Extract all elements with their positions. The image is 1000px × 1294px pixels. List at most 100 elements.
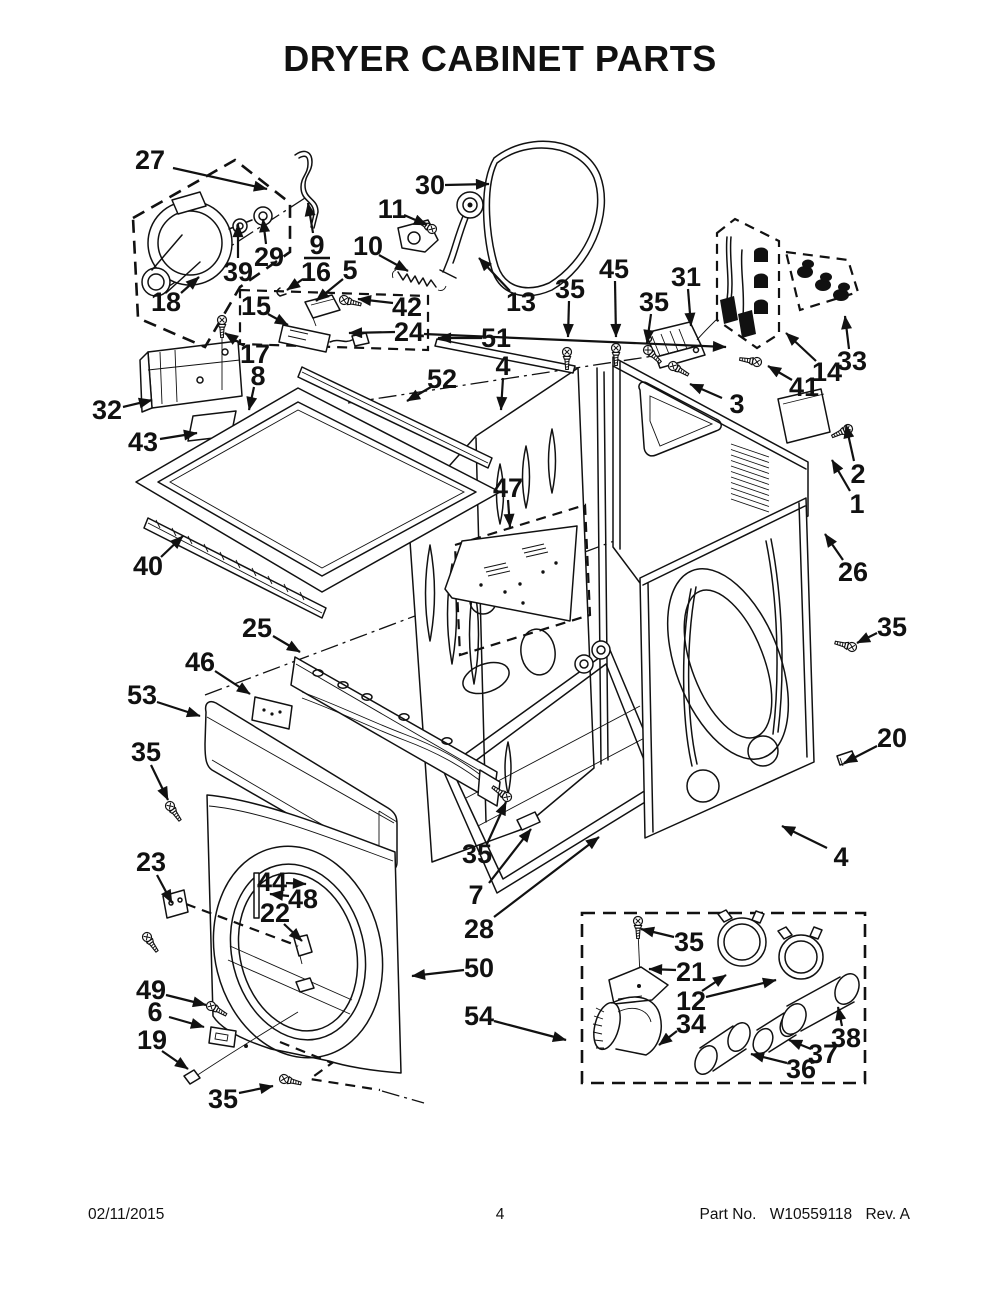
callout-44: 44 (257, 867, 287, 897)
callout-15: 15 (241, 291, 271, 321)
leader-arrow-6 (168, 1015, 205, 1029)
callout-46: 46 (185, 647, 215, 677)
top-panel-drawing (135, 387, 501, 593)
footer-part-info: Part No. W10559118 Rev. A (700, 1206, 910, 1224)
callout-6: 6 (147, 997, 162, 1027)
callout-36: 36 (786, 1054, 816, 1084)
leader-arrow-52 (406, 386, 432, 402)
leader-arrow-4 (496, 377, 508, 411)
ducts-36-37-38-drawing (694, 973, 860, 1075)
callout-7: 7 (468, 880, 483, 910)
callout-35: 35 (877, 612, 907, 642)
callout-4: 4 (495, 351, 510, 381)
callout-24: 24 (394, 317, 424, 347)
leader-arrow-19 (161, 1050, 189, 1070)
leader-arrow-22 (283, 923, 303, 942)
page-title: DRYER CABINET PARTS (283, 38, 717, 79)
leader-arrow-37 (788, 1038, 812, 1051)
callout-5: 5 (342, 255, 357, 285)
leader-arrow-24 (348, 327, 396, 339)
elbow-34-drawing (592, 996, 662, 1056)
callout-43: 43 (128, 427, 158, 457)
leader-arrow-42 (357, 295, 394, 306)
leader-arrow-18 (180, 276, 200, 294)
callout-21: 21 (676, 957, 706, 987)
leader-arrow-1 (831, 459, 851, 492)
console-rail-drawing (290, 656, 501, 807)
leader-arrow-44 (285, 877, 307, 889)
callout-30: 30 (415, 170, 445, 200)
leader-arrow-9 (304, 202, 316, 234)
leader-arrow-8 (246, 386, 258, 411)
callout-4: 4 (833, 842, 848, 872)
leader-arrow-38 (835, 1006, 847, 1027)
leader-arrow-35 (643, 313, 655, 344)
front-panel-50-drawing (162, 794, 425, 1104)
callout-35: 35 (208, 1084, 238, 1114)
callout-3: 3 (729, 389, 744, 419)
spring-10-drawing (397, 271, 437, 288)
leader-arrow-48 (269, 889, 290, 901)
leader-arrow-30 (444, 178, 490, 190)
callout-35: 35 (555, 274, 585, 304)
leader-arrow-41 (767, 365, 793, 381)
callout-8: 8 (250, 361, 265, 391)
callout-25: 25 (242, 613, 272, 643)
callout-23: 23 (136, 847, 166, 877)
leader-arrow-15 (267, 313, 289, 326)
callout-39: 39 (223, 257, 253, 287)
callout-50: 50 (464, 953, 494, 983)
leader-arrow-49 (165, 993, 207, 1008)
leader-arrow-35 (562, 300, 574, 338)
callout-9: 9 (309, 230, 324, 260)
callout-29: 29 (254, 242, 284, 272)
motor-assembly-drawing (131, 150, 319, 349)
leader-arrow-46 (214, 670, 251, 695)
wire-clips-33-drawing (784, 250, 860, 312)
callout-47: 47 (493, 473, 523, 503)
leader-arrow-40 (160, 535, 184, 558)
leader-arrow-28 (493, 836, 600, 918)
callout-18: 18 (151, 287, 181, 317)
circuit-board-47-drawing (444, 503, 592, 657)
leader-arrow-29 (259, 218, 271, 245)
callout-14: 14 (812, 357, 842, 387)
callout-28: 28 (464, 914, 494, 944)
leader-arrow-20 (843, 745, 878, 764)
leader-arrow-35 (150, 764, 169, 801)
callout-20: 20 (877, 723, 907, 753)
leader-arrow-25 (272, 635, 301, 653)
callout-34: 34 (676, 1009, 706, 1039)
terminal-block-drawing (644, 321, 706, 369)
leader-arrow-45 (610, 280, 622, 338)
leader-arrow-53 (156, 700, 201, 718)
callout-22: 22 (260, 898, 290, 928)
leader-arrow-35 (640, 926, 675, 939)
callout-32: 32 (92, 395, 122, 425)
leader-arrow-5 (315, 278, 344, 302)
part-number: W10559118 (769, 1206, 853, 1223)
callout-54: 54 (464, 1001, 494, 1031)
leader-arrow-12 (701, 974, 727, 992)
callout-1: 1 (849, 489, 864, 519)
leader-arrow-14 (785, 332, 817, 362)
callout-35: 35 (639, 287, 669, 317)
callout-33: 33 (837, 346, 867, 376)
callout-45: 45 (599, 254, 629, 284)
callout-17: 17 (240, 339, 270, 369)
callout-40: 40 (133, 551, 163, 581)
leader-arrow-26 (824, 533, 844, 561)
leader-arrow-4 (781, 825, 828, 849)
leader-arrow-32 (122, 397, 153, 409)
leader-arrow-54 (493, 1019, 567, 1042)
latch-6-drawing (208, 1026, 237, 1048)
leader-arrow-24 (423, 332, 727, 352)
side-panel-drawing (639, 497, 856, 839)
leader-arrow-43 (159, 429, 198, 441)
trim-strip-40-drawing (143, 517, 327, 619)
leader-arrow-35 (238, 1083, 274, 1095)
leader-arrow-17 (224, 332, 245, 347)
callout-35: 35 (462, 839, 492, 869)
